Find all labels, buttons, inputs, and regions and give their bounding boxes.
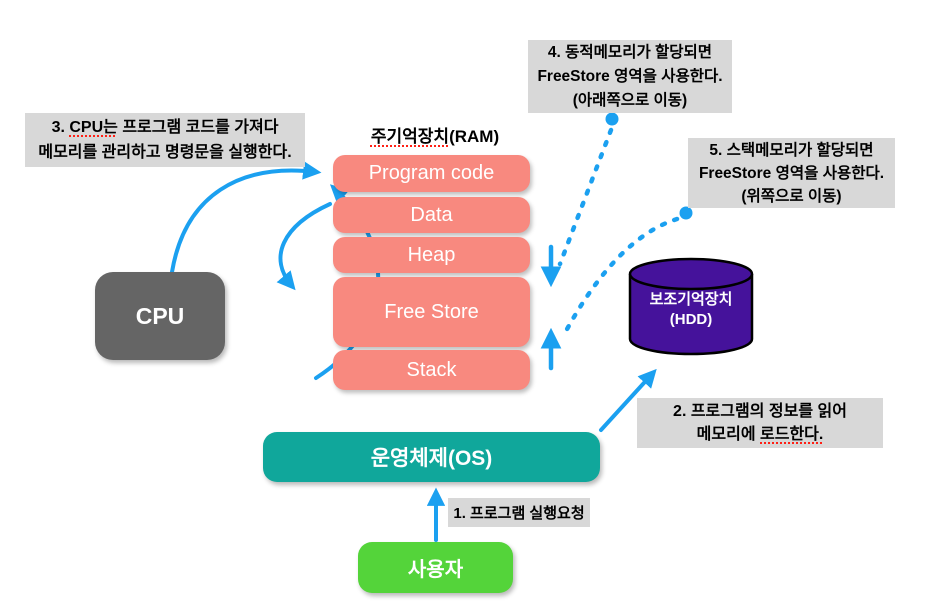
arrow-cpu-to-program-code: [170, 161, 322, 274]
cpu-node: CPU: [95, 272, 225, 360]
annotation-step3-line2: 메모리를 관리하고 명령문을 실행한다.: [38, 144, 292, 161]
annotation-step3-line1: 3. CPU는 프로그램 코드를 가져다: [51, 119, 279, 136]
hdd-label-line2: (HDD): [669, 311, 713, 328]
annotation-step5-line3: (위쪽으로 이동): [741, 187, 842, 205]
annotation-step4-line3: (아래쪽으로 이동): [572, 91, 688, 109]
annotation-step4-line1: 4. 동적메모리가 할당되면: [547, 43, 713, 61]
spellcheck-cpu: CPU는: [69, 119, 118, 136]
annotation-step1: 1. 프로그램 실행요청: [448, 498, 590, 527]
annotation-step4: 4. 동적메모리가 할당되면 FreeStore 영역을 사용한다. (아래쪽으…: [528, 40, 732, 113]
ram-segment-free-store: Free Store: [333, 277, 530, 347]
callout-line-step4: [557, 127, 614, 267]
user-node: 사용자: [358, 542, 513, 593]
annotation-step4-line2: FreeStore 영역을 사용한다.: [537, 67, 723, 85]
ram-segment-data: Data: [333, 197, 530, 233]
ram-segment-heap: Heap: [333, 237, 530, 273]
callout-line-step5: [563, 216, 680, 334]
spellcheck-ram-title: 주기억장치: [370, 127, 450, 146]
os-node: 운영체제(OS): [263, 432, 600, 482]
hdd-label-line1: 보조기억장치: [649, 291, 733, 308]
arrow-os-to-hdd: [599, 368, 657, 432]
annotation-step5: 5. 스택메모리가 할당되면 FreeStore 영역을 사용한다. (위쪽으로…: [688, 138, 895, 208]
hdd-cylinder-top: [628, 257, 754, 291]
annotation-step1-line1: 1. 프로그램 실행요청: [453, 505, 585, 522]
annotation-step2-line2: 메모리에 로드한다.: [696, 426, 824, 443]
ram-segment-stack: Stack: [333, 350, 530, 390]
spellcheck-load: 로드한다.: [760, 426, 824, 443]
annotation-step2-line1: 2. 프로그램의 정보를 읽어: [673, 403, 847, 420]
annotation-step5-line2: FreeStore 영역을 사용한다.: [698, 164, 885, 182]
ram-title: 주기억장치(RAM): [370, 127, 500, 146]
annotation-step3: 3. CPU는 프로그램 코드를 가져다 메모리를 관리하고 명령문을 실행한다…: [25, 113, 305, 167]
hdd-label: 보조기억장치 (HDD): [630, 290, 752, 330]
annotation-step5-line1: 5. 스택메모리가 할당되면: [709, 141, 874, 159]
callout-dot-step4: [605, 112, 619, 126]
arrow-ram-to-cpu-return: [276, 202, 332, 291]
annotation-step2: 2. 프로그램의 정보를 읽어 메모리에 로드한다.: [637, 398, 883, 448]
ram-segment-program-code: Program code: [333, 155, 530, 192]
hdd-cylinder-body: [628, 274, 754, 356]
callout-dot-step5: [679, 206, 693, 220]
